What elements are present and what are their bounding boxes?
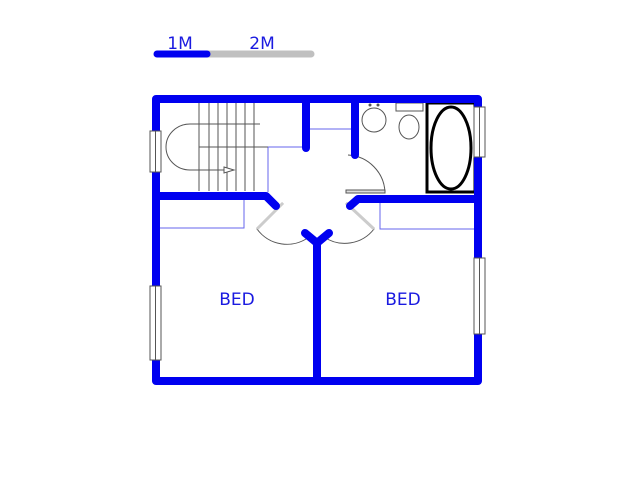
staircase <box>165 103 268 191</box>
tap-icon <box>368 103 372 107</box>
basin-icon <box>361 107 387 133</box>
toilet-cistern-icon <box>395 102 424 112</box>
room-label-bed-1: BED <box>219 290 255 310</box>
walls <box>152 95 482 385</box>
stair-direction-arrow-icon <box>223 166 236 174</box>
scale-bar: 1M 2M <box>153 34 315 58</box>
bathroom-door[interactable] <box>346 154 386 194</box>
thin-lines <box>160 128 474 230</box>
windows <box>149 106 486 361</box>
bedroom-2-door[interactable] <box>323 202 375 244</box>
bedroom-1-door[interactable] <box>256 202 310 245</box>
room-label-bed-2: BED <box>385 290 421 310</box>
tap-icon <box>376 103 380 107</box>
toilet-bowl-icon <box>398 114 420 140</box>
wall <box>346 195 482 210</box>
scale-label-1m: 1M <box>167 34 192 54</box>
wall <box>152 192 280 210</box>
scale-label-2m: 2M <box>249 34 274 54</box>
bathtub-icon <box>425 101 477 194</box>
bathroom-fixtures <box>361 101 477 194</box>
